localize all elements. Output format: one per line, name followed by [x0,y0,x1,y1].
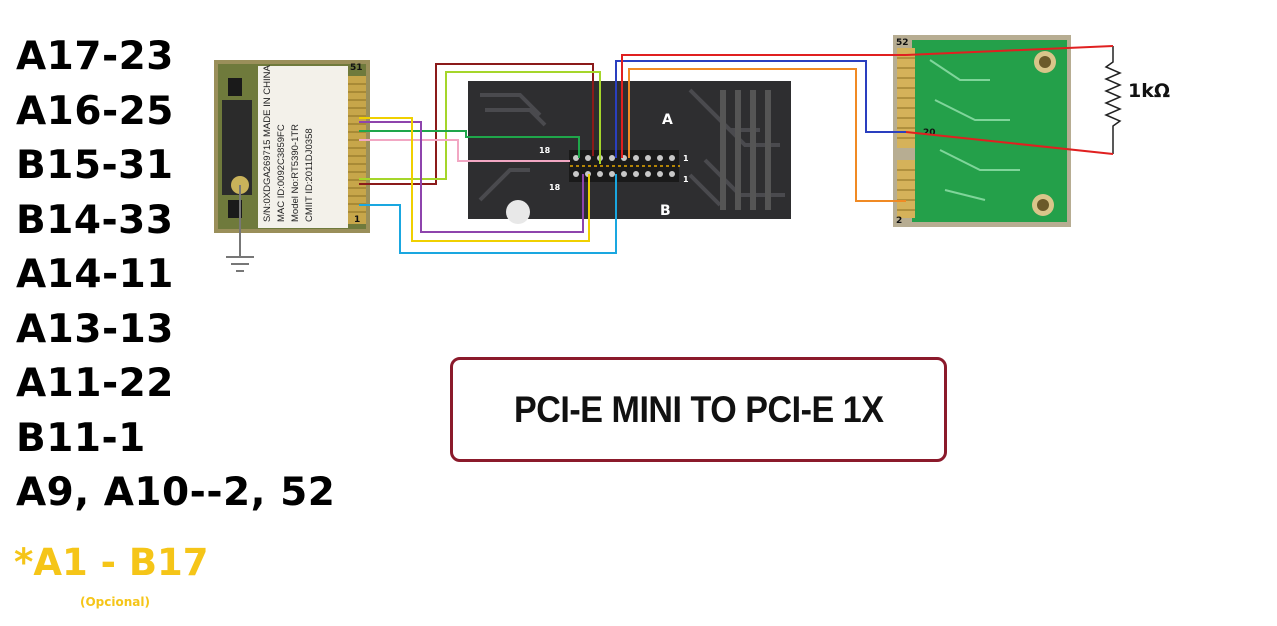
optional-note: (Opcional) [80,595,150,609]
pin-mapping-item: A17-23 [16,34,174,79]
pin-mapping-item: A13-13 [16,306,174,352]
wire-purple [359,121,584,233]
slot-pin-label: 18 [539,146,551,155]
wire-pink [359,139,570,162]
adapter-pin-label: 52 [896,38,909,48]
slot-row-label-a: A [662,112,673,128]
wire-lime [359,71,601,180]
slot-pin-label: 18 [549,183,561,192]
wire-red-resistor-bottom [905,131,1114,155]
title-box: PCI-E MINI TO PCI-E 1X [450,357,947,462]
card-label-line: MAC ID:0092C3859FC [276,124,287,222]
adapter-pin-label: 2 [896,216,902,226]
card-edge-connector [348,76,366,224]
card-label-line: CMIIT ID:2011DJ0358 [304,128,315,222]
pin-mapping-item: A11-22 [16,361,174,406]
wire-red-resistor-top [905,45,1114,56]
optional-mapping: *A1 - B17 [14,541,209,584]
resistor-label: 1kΩ [1128,80,1170,102]
card-label-line: Model No:RT5390-1TR [290,124,301,222]
adapter-pin-label: 20 [923,128,936,138]
pin-mapping-list: A17-23 A16-25 B15-31 B14-33 A14-11 A13-1… [16,30,335,521]
pin-mapping-item: B14-33 [16,197,174,243]
wire-dark-red [359,63,594,185]
resistor [1104,46,1122,154]
pin-mapping-item: B15-31 [16,143,174,188]
diagram-title: PCI-E MINI TO PCI-E 1X [513,388,884,430]
slot-pin-label: 1 [683,175,689,184]
pin-mapping-item: A14-11 [16,252,174,297]
pin-mapping-item: A9, A10--2, 52 [16,470,336,515]
card-label-line: S/N:0XDGA269715 MADE IN CHINA [262,65,273,222]
card-label-sticker [258,66,348,228]
card-pin-label: 1 [354,215,360,225]
wire-green [359,130,580,158]
wire-orange [628,68,906,202]
slot-row-label-b: B [660,203,671,219]
wire-yellow [359,117,590,242]
pin-mapping-item: A16-25 [16,88,174,134]
wire-red-slot [621,54,906,158]
slot-pin-label: 1 [683,154,689,163]
wire-cyan [359,174,617,254]
pin-mapping-item: B11-1 [16,415,146,461]
wires [359,45,1114,254]
wire-blue [615,60,906,158]
ground-symbol [226,185,254,272]
adapter-card: 52 20 2 [893,35,1071,227]
card-pin-label: 51 [350,63,363,73]
mini-pcie-card: S/N:0XDGA269715 MADE IN CHINA MAC ID:009… [214,60,370,233]
